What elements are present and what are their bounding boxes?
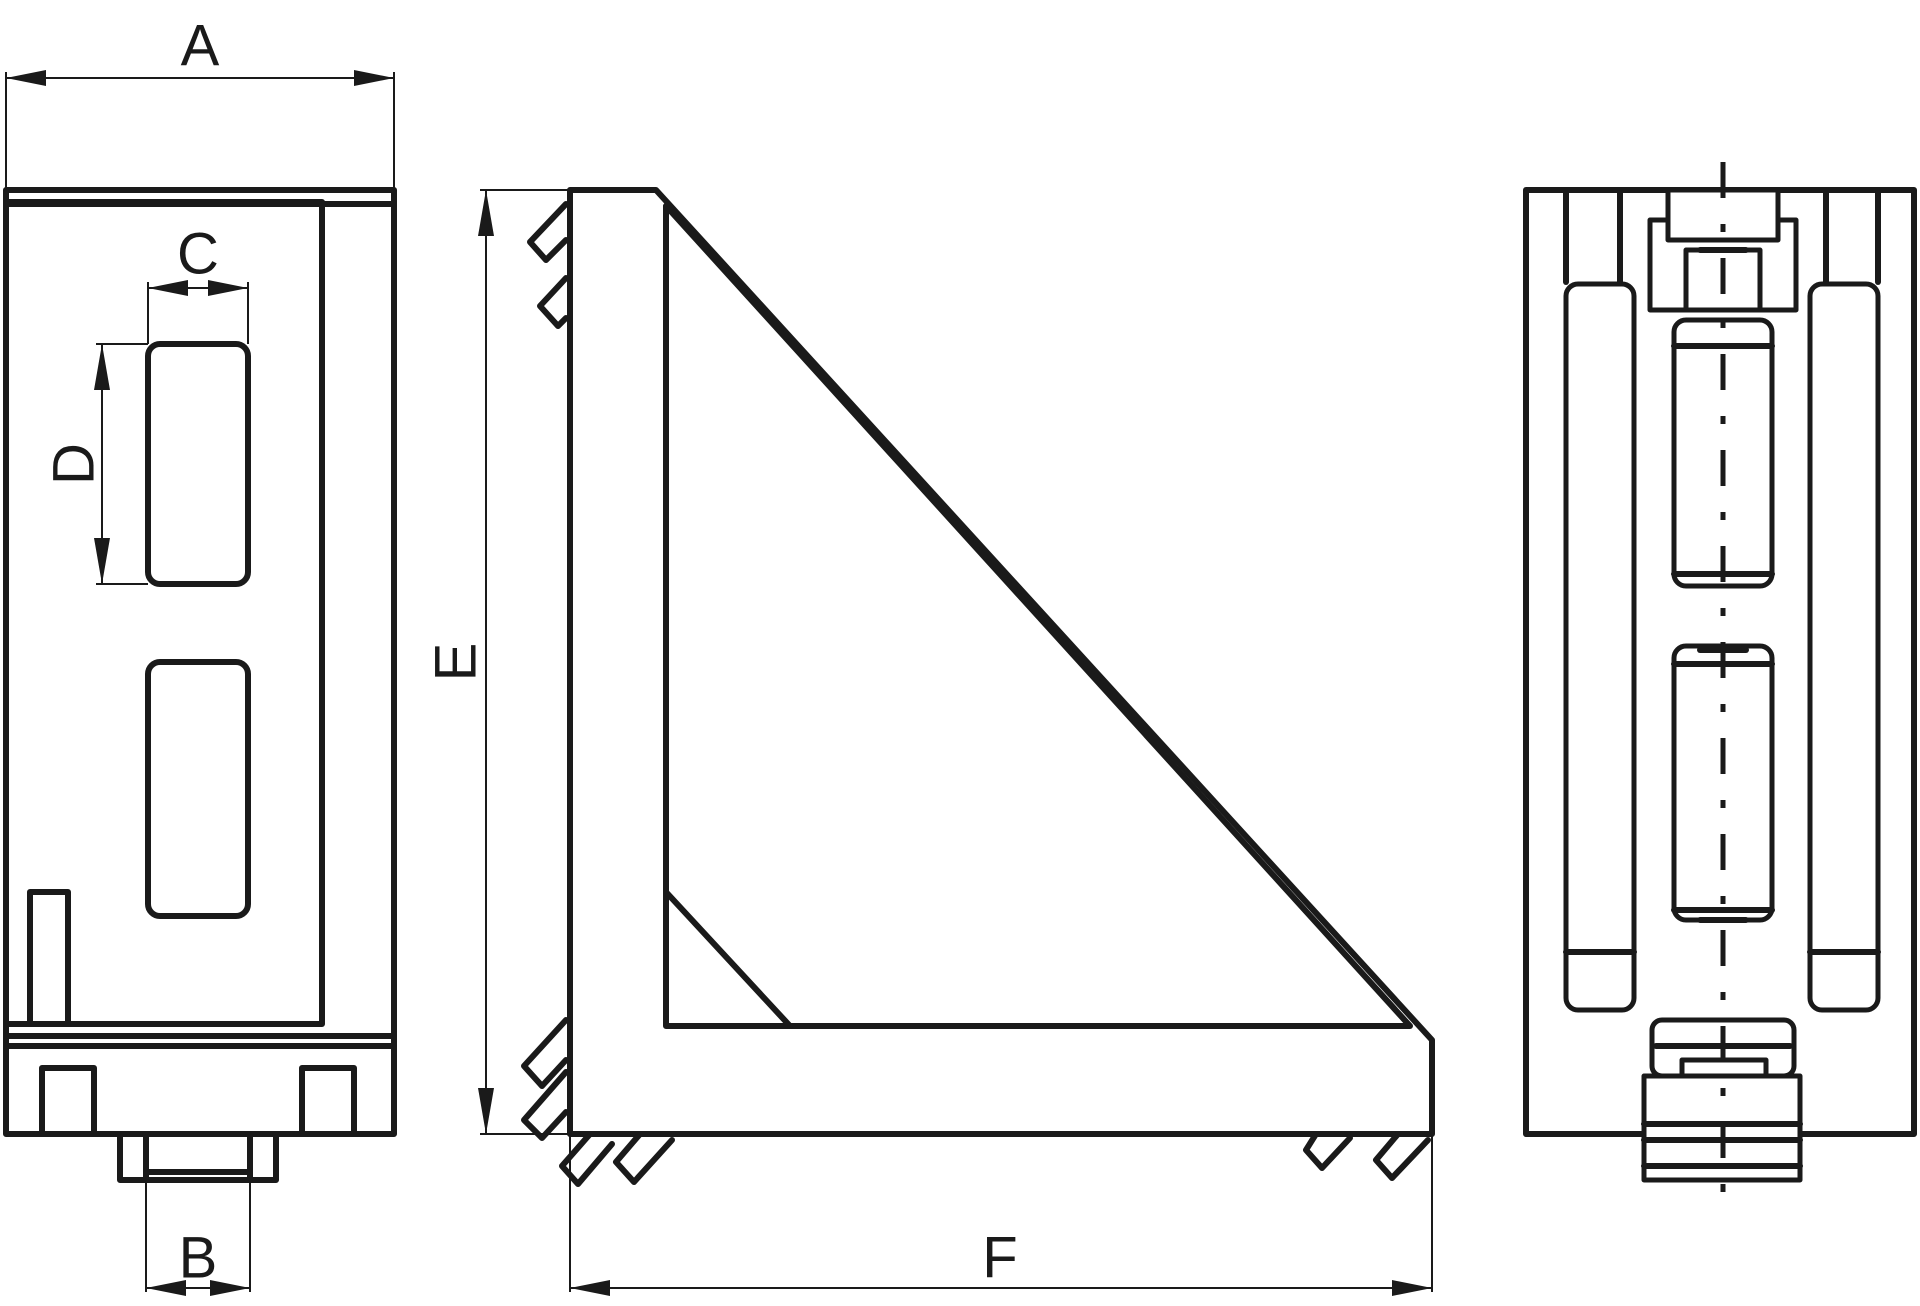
front-view-left-foot xyxy=(39,1065,97,1137)
front-view-right-foot xyxy=(299,1065,357,1137)
end-view-lower-bolt-slot xyxy=(1671,643,1775,923)
end-view-left-slot xyxy=(1563,281,1637,1013)
end-view xyxy=(1523,162,1917,1206)
front-view-upper-slot xyxy=(145,341,251,587)
dimension-a-label: A xyxy=(181,14,220,79)
dimension-e: E xyxy=(424,189,570,1135)
front-view xyxy=(3,187,397,1183)
front-view-lower-slot xyxy=(145,659,251,919)
side-view-inner-cutout xyxy=(663,203,1413,1029)
dimension-e-label: E xyxy=(424,643,489,682)
side-view-rib xyxy=(663,889,793,1029)
side-view-hatching xyxy=(521,201,1431,1187)
dimension-d: D xyxy=(42,343,148,585)
end-view-bolt-assembly xyxy=(1641,187,1803,1183)
dimension-f: F xyxy=(569,1134,1433,1296)
side-view xyxy=(521,187,1435,1187)
dimension-b: B xyxy=(145,1180,251,1296)
front-view-inner-plate xyxy=(3,199,325,1027)
dimension-c: C xyxy=(147,222,249,344)
dimension-f-label: F xyxy=(982,1226,1017,1291)
dimension-d-label: D xyxy=(42,443,107,485)
front-view-tab xyxy=(27,889,71,1027)
dimension-c-label: C xyxy=(177,222,219,287)
side-view-outer-profile xyxy=(567,187,1435,1137)
front-view-key xyxy=(117,1131,279,1183)
dimension-a: A xyxy=(5,14,395,190)
end-view-right-slot xyxy=(1807,281,1881,1013)
dimension-b-label: B xyxy=(179,1226,218,1291)
